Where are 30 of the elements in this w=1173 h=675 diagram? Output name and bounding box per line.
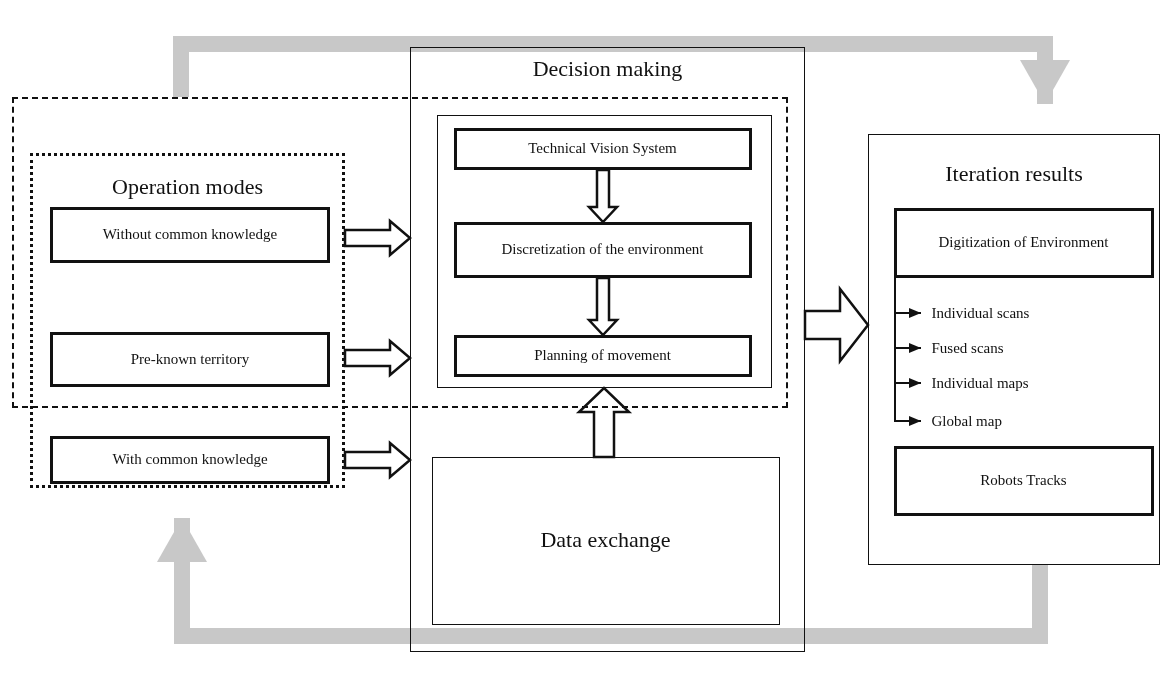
block-arrow [343, 218, 412, 258]
output-label: Fused scans [931, 336, 1004, 359]
block-arrow [575, 386, 633, 459]
process-box: Without common knowledge [50, 207, 330, 263]
group-title: Iteration results [944, 161, 1084, 187]
feedback-arrow [157, 518, 1048, 644]
group-panel [30, 153, 345, 488]
arrow [894, 277, 922, 426]
group-panel [410, 47, 805, 652]
process-box: Digitization of Environment [893, 207, 1154, 278]
output-label: Individual scans [931, 301, 1030, 324]
group-panel [868, 134, 1160, 565]
process-box: Discretization of the environment [453, 221, 752, 278]
block-arrow [586, 168, 620, 224]
process-box: Planning of movement [453, 334, 752, 377]
process-box: Data exchange [431, 456, 780, 625]
group-title: Decision making [531, 56, 684, 82]
inner-frame [437, 115, 772, 388]
block-arrow [803, 285, 870, 365]
process-box: With common knowledge [50, 436, 330, 484]
dashed-group-frame [12, 97, 788, 408]
block-arrow [343, 338, 412, 378]
block-arrow [343, 440, 412, 480]
process-box: Pre-known territory [50, 332, 330, 387]
process-box: Robots Tracks [893, 445, 1154, 516]
block-arrow [586, 276, 620, 337]
output-label: Individual maps [931, 371, 1029, 394]
output-label: Global map [931, 409, 1002, 432]
group-title: Operation modes [111, 174, 264, 200]
process-box: Technical Vision System [453, 127, 752, 170]
